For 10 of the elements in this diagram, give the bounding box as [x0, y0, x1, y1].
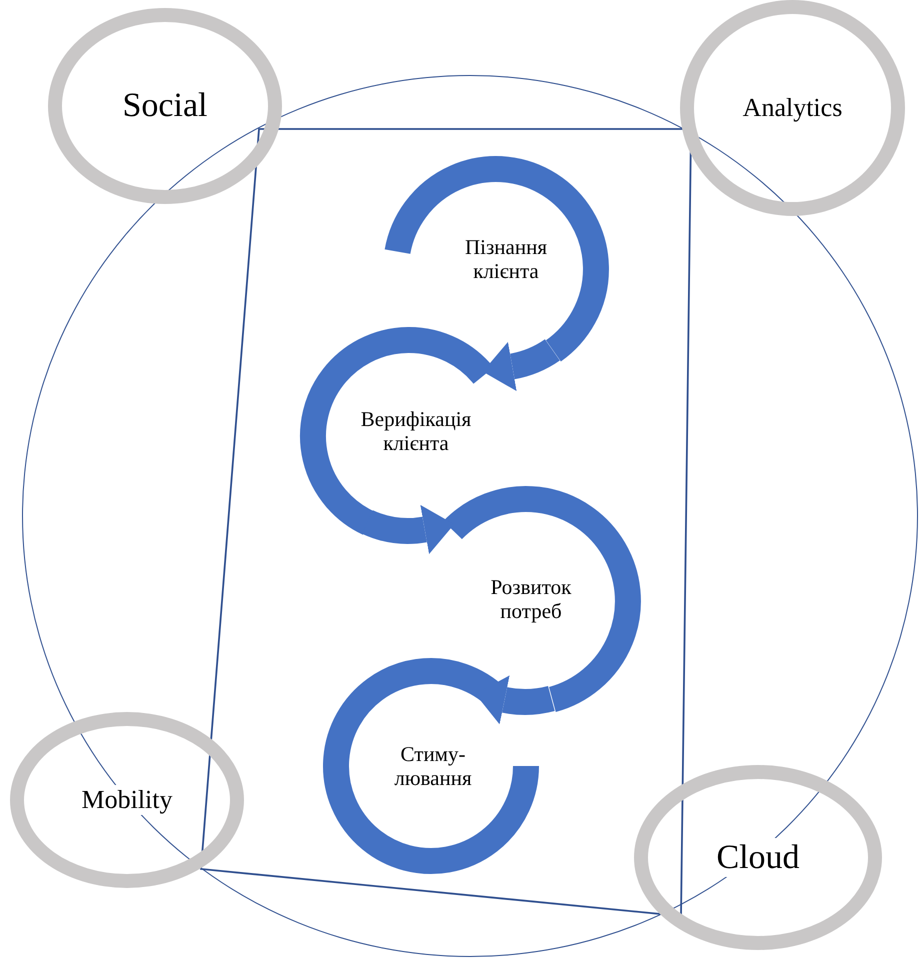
step-label: Пізнання клієнта — [464, 234, 548, 284]
ring-label: Mobility — [81, 785, 172, 815]
step-label: Стиму- лювання — [393, 742, 473, 790]
outer-circle — [22, 75, 918, 957]
ring — [680, 0, 905, 216]
curved-arrow — [483, 338, 560, 391]
ring — [48, 8, 282, 204]
ring-label: Cloud — [716, 838, 800, 878]
step-label: Розвиток потреб — [490, 574, 572, 624]
step-label: Верифікація клієнта — [360, 406, 472, 456]
